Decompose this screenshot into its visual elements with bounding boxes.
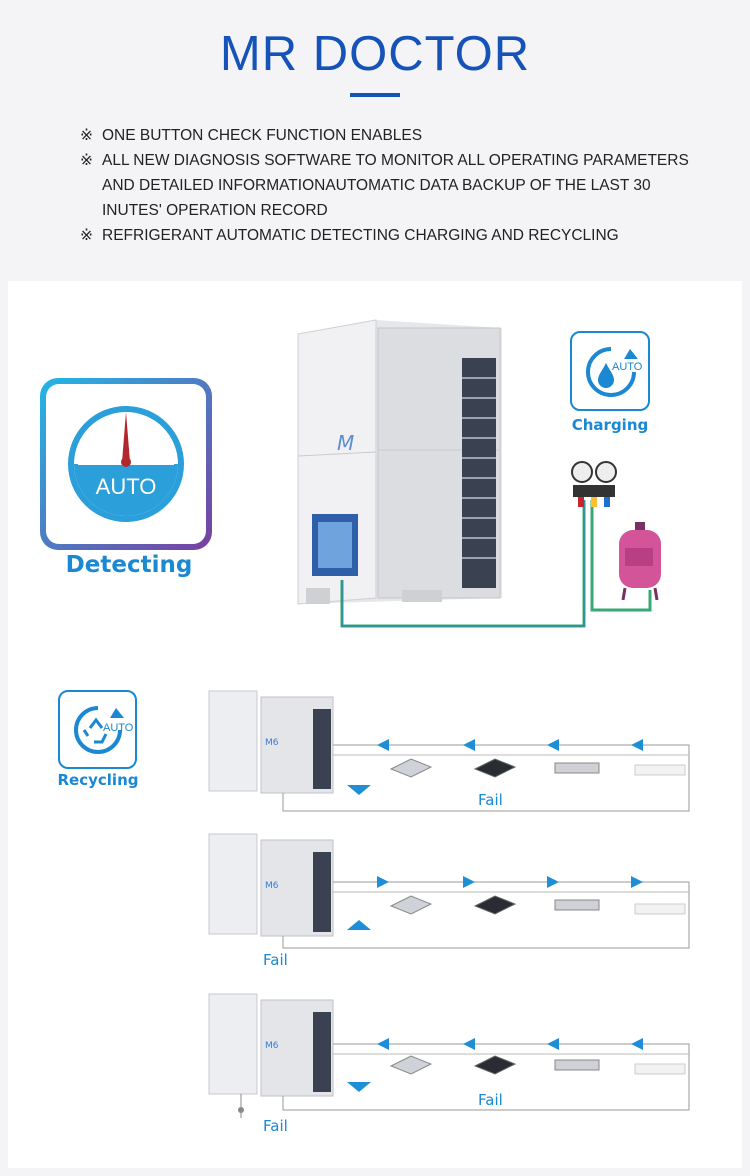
- fail-label: Fail: [478, 791, 503, 809]
- manifold-gauge-icon: [571, 461, 617, 507]
- recycling-badge-text: AUTO: [103, 722, 134, 734]
- feature-item-1: ※ ONE BUTTON CHECK FUNCTION ENABLES: [80, 123, 422, 148]
- feature-text: ALL NEW DIAGNOSIS SOFTWARE TO MONITOR AL…: [102, 152, 689, 169]
- feature-text: AND DETAILED INFORMATIONAUTOMATIC DATA B…: [102, 177, 651, 194]
- gauge-text: AUTO: [95, 474, 157, 499]
- charging-refill-icon: [586, 347, 638, 397]
- feature-text: REFRIGERANT AUTOMATIC DETECTING CHARGING…: [102, 227, 619, 244]
- gauge-icon: [68, 406, 184, 522]
- system-diagram-graphic: M6: [208, 993, 690, 1118]
- svg-text:M6: M6: [265, 738, 279, 748]
- svg-text:M6: M6: [265, 881, 279, 891]
- fail-label: Fail: [478, 1091, 503, 1109]
- system-diagram-graphic: M6: [208, 690, 690, 812]
- refrigerant-tank-icon: [619, 522, 661, 600]
- detecting-card: AUTO: [40, 378, 212, 550]
- charging-badge-text: AUTO: [612, 361, 643, 373]
- feature-item-3: ※ REFRIGERANT AUTOMATIC DETECTING CHARGIN…: [80, 223, 619, 248]
- system-diagram-graphic: M6: [208, 833, 690, 949]
- recycling-diagram-2: M6 Fail: [205, 828, 695, 969]
- svg-text:M: M: [337, 431, 354, 455]
- feature-mark: ※: [80, 152, 93, 169]
- feature-text: INUTES' OPERATION RECORD: [102, 202, 328, 219]
- recycling-label: Recycling: [57, 771, 139, 789]
- feature-text: ONE BUTTON CHECK FUNCTION ENABLES: [102, 127, 423, 144]
- charging-label: Charging: [571, 416, 649, 434]
- title-underline: [350, 93, 400, 97]
- outdoor-unit-image: M: [297, 319, 502, 605]
- refrigerant-pipe-lines: [340, 500, 652, 628]
- recycling-badge: AUTO: [58, 690, 137, 769]
- recycling-diagram-1: M6 Fail: [205, 685, 695, 820]
- feature-item-2: ※ ALL NEW DIAGNOSIS SOFTWARE TO MONITOR A…: [80, 148, 689, 223]
- recycle-icon: [74, 706, 124, 754]
- fail-label: Fail: [263, 951, 288, 969]
- detecting-label: Detecting: [65, 552, 193, 578]
- recycling-diagram-3: M6 Fail Fail: [205, 988, 695, 1138]
- feature-mark: ※: [80, 227, 93, 244]
- charging-badge: AUTO: [570, 331, 650, 411]
- fail-label: Fail: [263, 1117, 288, 1135]
- feature-mark: ※: [80, 127, 93, 144]
- page-title: MR DOCTOR: [219, 27, 531, 81]
- svg-text:M6: M6: [265, 1041, 279, 1051]
